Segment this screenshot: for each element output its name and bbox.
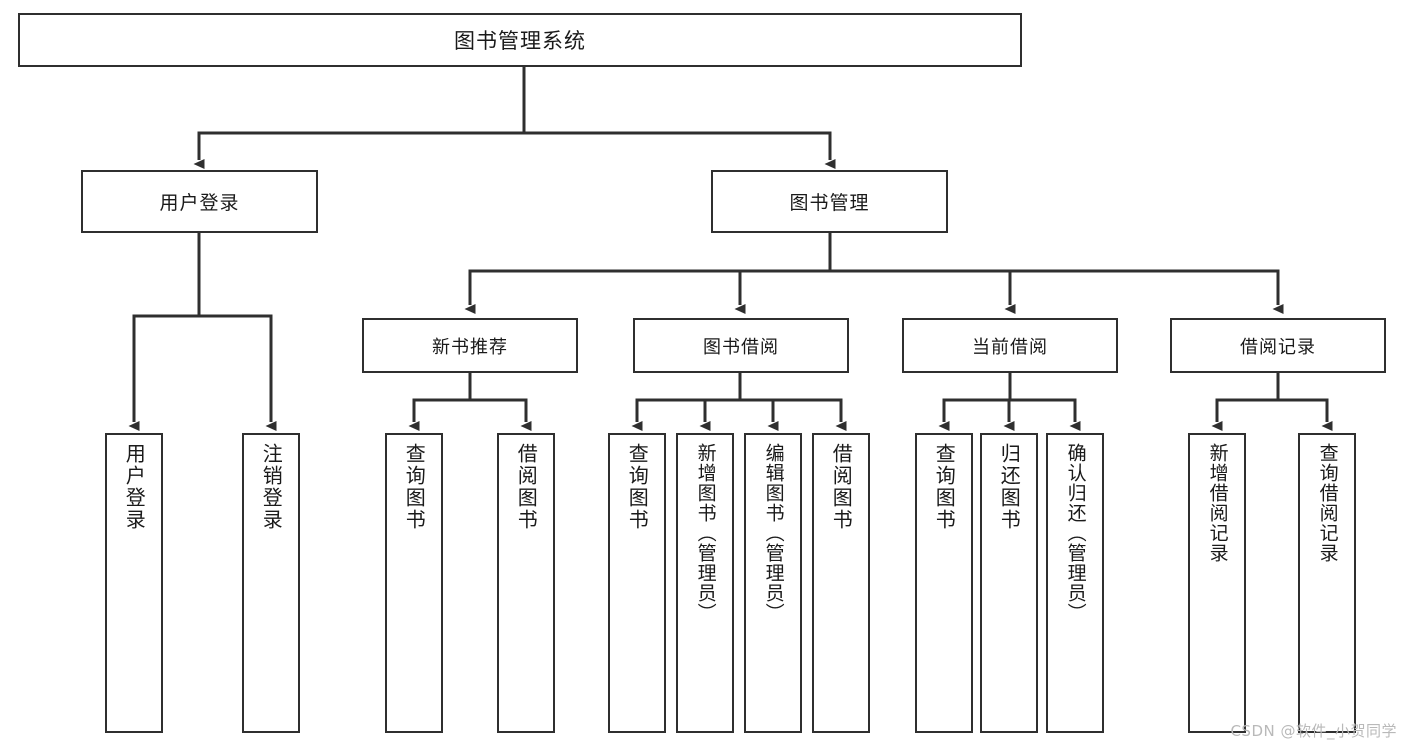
node-label: 借阅图书	[514, 443, 539, 531]
node-book-borrow[interactable]: 图书借阅	[633, 318, 849, 373]
node-label: 确认归还（管理员）	[1064, 443, 1087, 623]
leaf-add-book[interactable]: 新增图书（管理员）	[676, 433, 734, 733]
leaf-query-book-1[interactable]: 查询图书	[385, 433, 443, 733]
leaf-query-record[interactable]: 查询借阅记录	[1298, 433, 1356, 733]
node-label: 编辑图书（管理员）	[762, 443, 785, 623]
node-label: 用户登录	[122, 443, 147, 531]
node-label: 新书推荐	[432, 336, 508, 358]
node-label: 图书管理系统	[454, 29, 586, 53]
node-label: 借阅记录	[1240, 336, 1316, 358]
node-book-manage[interactable]: 图书管理	[711, 170, 948, 233]
node-label: 用户登录	[159, 192, 240, 214]
node-label: 查询借阅记录	[1316, 443, 1339, 563]
leaf-add-record[interactable]: 新增借阅记录	[1188, 433, 1246, 733]
leaf-borrow-book-2[interactable]: 借阅图书	[812, 433, 870, 733]
node-label: 借阅图书	[829, 443, 854, 531]
node-label: 查询图书	[932, 443, 957, 531]
node-borrow-record[interactable]: 借阅记录	[1170, 318, 1386, 373]
node-label: 查询图书	[625, 443, 650, 531]
csdn-watermark: CSDN @软件_小贺同学	[1230, 722, 1397, 740]
node-label: 归还图书	[997, 443, 1022, 531]
node-new-book-recommend[interactable]: 新书推荐	[362, 318, 578, 373]
node-user-login[interactable]: 用户登录	[81, 170, 318, 233]
node-label: 新增图书（管理员）	[694, 443, 717, 623]
leaf-return-book[interactable]: 归还图书	[980, 433, 1038, 733]
leaf-confirm-return[interactable]: 确认归还（管理员）	[1046, 433, 1104, 733]
leaf-borrow-book-1[interactable]: 借阅图书	[497, 433, 555, 733]
node-label: 查询图书	[402, 443, 427, 531]
leaf-edit-book[interactable]: 编辑图书（管理员）	[744, 433, 802, 733]
node-label: 注销登录	[259, 443, 284, 531]
node-root-system[interactable]: 图书管理系统	[18, 13, 1022, 67]
node-label: 图书管理	[789, 192, 870, 214]
node-label: 新增借阅记录	[1206, 443, 1229, 563]
leaf-user-login[interactable]: 用户登录	[105, 433, 163, 733]
leaf-logout-login[interactable]: 注销登录	[242, 433, 300, 733]
node-label: 图书借阅	[703, 336, 779, 358]
node-current-borrow[interactable]: 当前借阅	[902, 318, 1118, 373]
leaf-query-book-2[interactable]: 查询图书	[608, 433, 666, 733]
leaf-query-book-3[interactable]: 查询图书	[915, 433, 973, 733]
node-label: 当前借阅	[972, 336, 1048, 358]
